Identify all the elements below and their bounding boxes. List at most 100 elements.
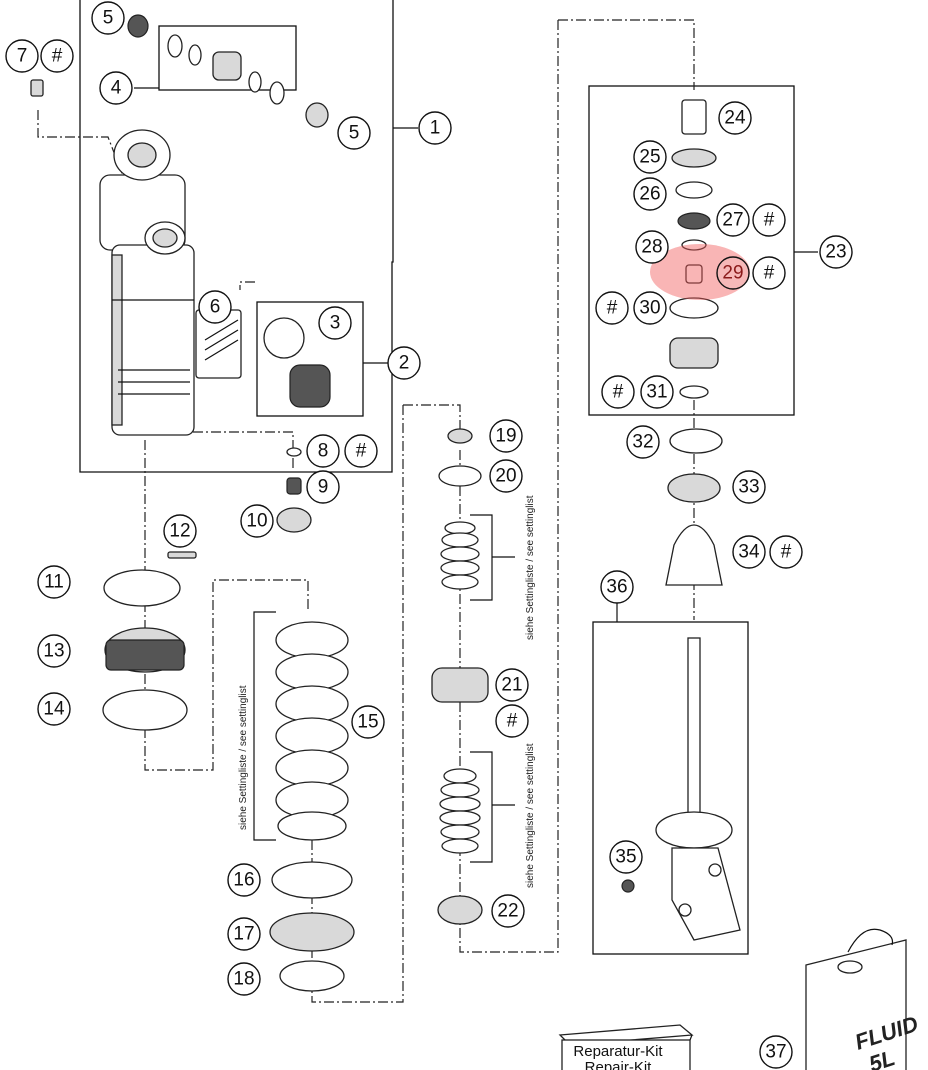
svg-text:31: 31 bbox=[646, 382, 667, 403]
svg-text:3: 3 bbox=[330, 313, 341, 334]
svg-text:4: 4 bbox=[111, 78, 122, 99]
callout-29: 29 bbox=[716, 256, 750, 290]
svg-text:#: # bbox=[507, 711, 518, 732]
valve-parts bbox=[263, 317, 331, 408]
svg-text:27: 27 bbox=[722, 210, 743, 231]
svg-text:#: # bbox=[764, 263, 775, 284]
setting-brackets bbox=[253, 514, 515, 863]
callout-11: 11 bbox=[37, 565, 71, 599]
svg-text:30: 30 bbox=[639, 298, 660, 319]
svg-text:2: 2 bbox=[399, 353, 410, 374]
callout-7: 7 bbox=[5, 39, 39, 73]
callout-21: 21 bbox=[495, 668, 529, 702]
piston-rod-parts bbox=[621, 637, 741, 941]
svg-text:#: # bbox=[356, 441, 367, 462]
callout-30: 30 bbox=[633, 291, 667, 325]
callout-8: 8 bbox=[306, 434, 340, 468]
callout-5-right: 5 bbox=[337, 116, 371, 150]
callout-10: 10 bbox=[240, 504, 274, 538]
callout-24: 24 bbox=[718, 101, 752, 135]
parts-8-9-10 bbox=[276, 447, 312, 533]
callout-4: 4 bbox=[99, 71, 133, 105]
svg-text:21: 21 bbox=[501, 675, 522, 696]
parts-32-34 bbox=[665, 428, 723, 586]
callout-32: 32 bbox=[626, 425, 660, 459]
callout-14: 14 bbox=[37, 692, 71, 726]
callout-6: 6 bbox=[198, 290, 232, 324]
svg-text:11: 11 bbox=[44, 572, 64, 593]
callout-27-hash: # bbox=[752, 203, 786, 237]
svg-text:33: 33 bbox=[738, 477, 759, 498]
callout-16: 16 bbox=[227, 863, 261, 897]
svg-text:5: 5 bbox=[103, 8, 114, 29]
svg-text:25: 25 bbox=[639, 147, 660, 168]
callout-1: 1 bbox=[418, 111, 452, 145]
callout-31-hash: # bbox=[601, 375, 635, 409]
center-stack bbox=[431, 428, 489, 925]
callout-21-hash: # bbox=[495, 704, 529, 738]
bearing-parts bbox=[127, 14, 329, 128]
callout-25: 25 bbox=[633, 140, 667, 174]
repair-kit-label-en: Repair-Kit bbox=[585, 1059, 653, 1070]
frame-valve-group bbox=[256, 301, 388, 417]
callout-19: 19 bbox=[489, 419, 523, 453]
svg-text:10: 10 bbox=[246, 511, 267, 532]
callout-34: 34 bbox=[732, 535, 766, 569]
callout-26: 26 bbox=[633, 177, 667, 211]
svg-text:7: 7 bbox=[17, 46, 28, 67]
svg-text:13: 13 bbox=[43, 641, 64, 662]
svg-text:20: 20 bbox=[495, 466, 516, 487]
piston-group-parts bbox=[669, 99, 719, 399]
setting-list-label-upper: siehe Settingliste / see settinglist bbox=[525, 495, 536, 640]
svg-text:6: 6 bbox=[210, 297, 221, 318]
callout-27: 27 bbox=[716, 203, 750, 237]
callout-15: 15 bbox=[351, 705, 385, 739]
svg-text:15: 15 bbox=[357, 712, 378, 733]
svg-text:16: 16 bbox=[233, 870, 254, 891]
svg-text:#: # bbox=[764, 210, 775, 231]
callout-23: 23 bbox=[819, 235, 853, 269]
setting-list-label-spring: siehe Settingliste / see settinglist bbox=[238, 685, 249, 830]
repair-kit-label-de: Reparatur-Kit bbox=[573, 1043, 663, 1060]
callout-12: 12 bbox=[163, 514, 197, 548]
callout-36: 36 bbox=[600, 570, 634, 604]
rings-16-18 bbox=[269, 861, 355, 992]
spring-15 bbox=[275, 621, 349, 841]
svg-text:36: 36 bbox=[606, 577, 627, 598]
svg-text:35: 35 bbox=[615, 847, 636, 868]
svg-text:17: 17 bbox=[233, 924, 254, 945]
svg-text:23: 23 bbox=[825, 242, 846, 263]
fluid-can: FLUID 5L bbox=[805, 928, 921, 1070]
frame-piston-rod bbox=[592, 603, 749, 955]
svg-text:34: 34 bbox=[738, 542, 760, 563]
callout-3: 3 bbox=[318, 306, 352, 340]
callout-28: 28 bbox=[635, 230, 669, 264]
svg-text:#: # bbox=[613, 382, 624, 403]
svg-text:18: 18 bbox=[233, 969, 254, 990]
svg-text:9: 9 bbox=[318, 477, 329, 498]
svg-text:1: 1 bbox=[430, 118, 441, 139]
svg-text:19: 19 bbox=[495, 426, 516, 447]
svg-text:28: 28 bbox=[641, 237, 662, 258]
callout-22: 22 bbox=[491, 894, 525, 928]
repair-kit-box: Reparatur-Kit Repair-Kit bbox=[558, 1024, 694, 1070]
frame-bearing-group bbox=[134, 25, 297, 91]
callout-37: 37 bbox=[759, 1035, 793, 1069]
svg-text:29: 29 bbox=[722, 263, 743, 284]
part-7-screw bbox=[30, 79, 44, 97]
callout-33: 33 bbox=[732, 470, 766, 504]
svg-text:#: # bbox=[607, 298, 618, 319]
callout-34-hash: # bbox=[769, 535, 803, 569]
svg-text:#: # bbox=[781, 542, 792, 563]
callout-8-hash: # bbox=[344, 434, 378, 468]
callout-9: 9 bbox=[306, 470, 340, 504]
svg-text:14: 14 bbox=[43, 699, 65, 720]
svg-text:12: 12 bbox=[169, 521, 190, 542]
callout-7-hash: # bbox=[40, 39, 74, 73]
callout-2: 2 bbox=[387, 346, 421, 380]
svg-text:5: 5 bbox=[349, 123, 360, 144]
callout-13: 13 bbox=[37, 634, 71, 668]
svg-text:22: 22 bbox=[497, 901, 518, 922]
